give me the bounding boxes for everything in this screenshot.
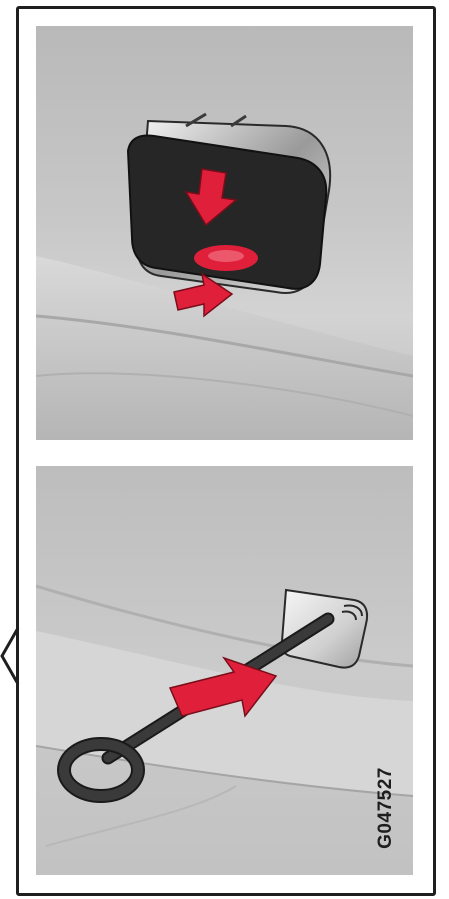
install-tow-eye-panel xyxy=(36,466,413,875)
recess-cover[interactable] xyxy=(128,136,326,289)
frame-notch xyxy=(0,628,20,688)
figure-code-text: G047527 xyxy=(375,767,397,849)
figure-code-label: G047527 xyxy=(364,738,408,878)
remove-cover-panel xyxy=(36,26,413,440)
